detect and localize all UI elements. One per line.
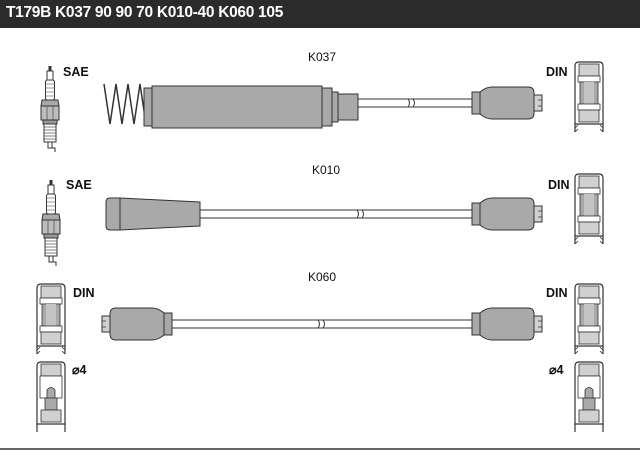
- terminal-size-label-left: ⌀4: [72, 363, 87, 377]
- header-bar: T179B K037 90 90 70 K010-40 K060 105: [0, 0, 640, 28]
- din-socket-right: [574, 283, 604, 355]
- spark-plug-sae: [40, 65, 60, 153]
- ignition-cable: [171, 319, 473, 329]
- tapered-boot: [105, 197, 201, 231]
- cable-row-k037: K037 SAE DIN: [40, 50, 604, 153]
- terminal-right: [574, 361, 604, 433]
- terminal-size-label-right: ⌀4: [549, 363, 564, 377]
- terminal-row: ⌀4 ⌀4: [36, 361, 604, 433]
- din-socket: [574, 61, 604, 133]
- right-cable-boot: [471, 307, 543, 341]
- coil-spring: [103, 83, 147, 125]
- left-connector-label: SAE: [63, 65, 89, 79]
- cable-code-label: K037: [308, 50, 336, 64]
- din-socket-left: [36, 283, 66, 355]
- right-connector-label: DIN: [548, 178, 570, 192]
- header-title: T179B K037 90 90 70 K010-40 K060 105: [6, 4, 284, 21]
- right-connector-label: DIN: [546, 65, 568, 79]
- cable-row-k060: K060 DIN DIN: [36, 270, 604, 355]
- right-cable-boot: [471, 86, 543, 120]
- left-connector-label: DIN: [73, 286, 95, 300]
- right-connector-label: DIN: [546, 286, 568, 300]
- terminal-left: [36, 361, 66, 433]
- right-cable-boot: [471, 197, 543, 231]
- left-connector-label: SAE: [66, 178, 92, 192]
- cable-code-label: K010: [312, 163, 340, 177]
- long-boot-sleeve: [143, 85, 359, 129]
- cable-code-label: K060: [308, 270, 336, 284]
- din-socket: [574, 173, 604, 245]
- cable-row-k010: K010 SAE DIN: [41, 163, 604, 267]
- left-cable-boot: [101, 307, 173, 341]
- ignition-cable: [199, 209, 473, 219]
- spark-plug-sae: [41, 179, 61, 267]
